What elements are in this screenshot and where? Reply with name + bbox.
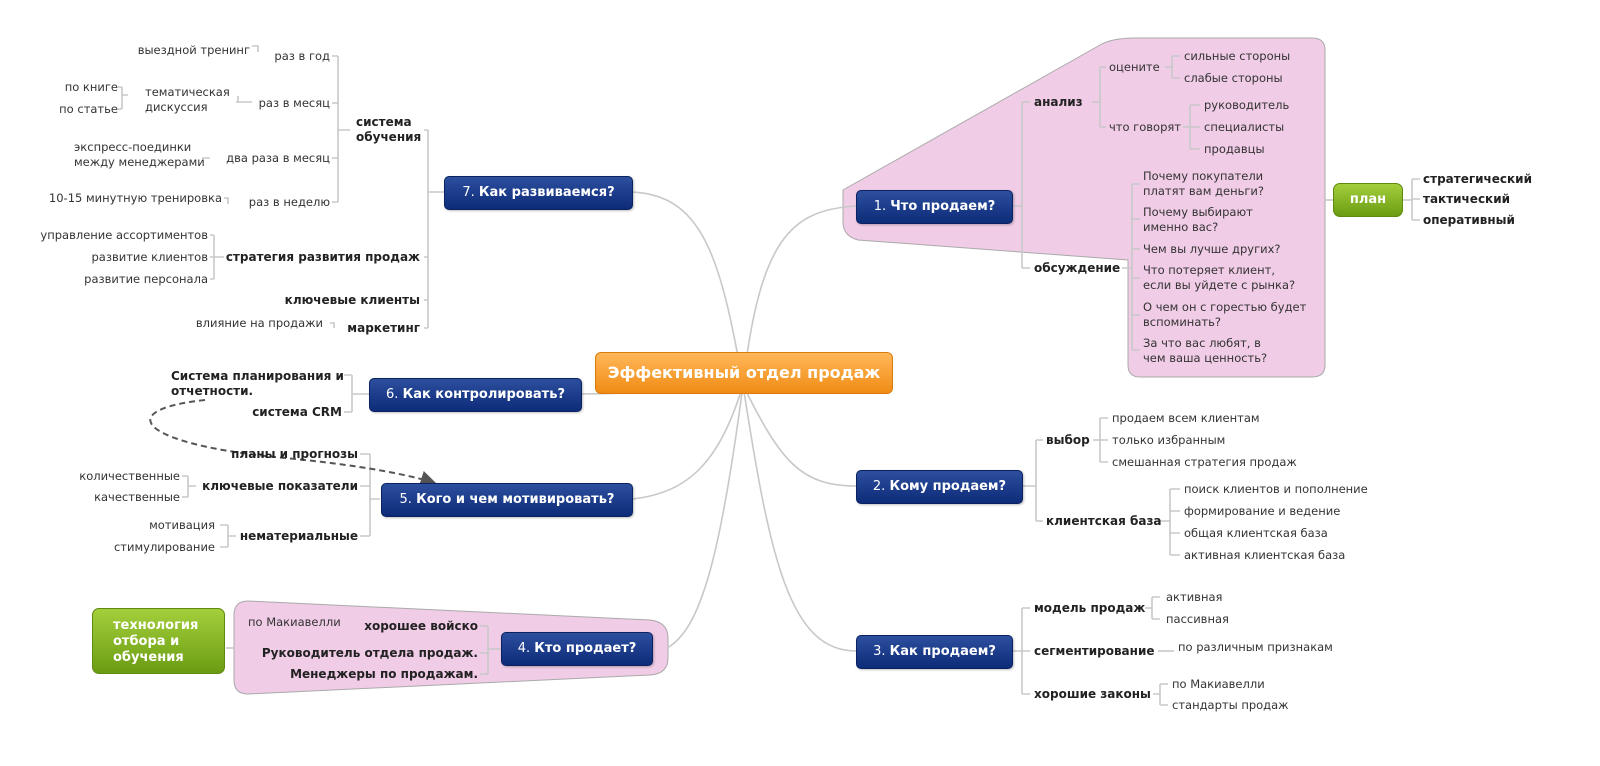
specialists-label[interactable]: специалисты — [1204, 120, 1285, 134]
outdoor-training-label[interactable]: выездной тренинг — [137, 43, 250, 57]
boundary-t1 — [842, 37, 1326, 378]
twice-monthly-label[interactable]: два раза в месяц — [226, 151, 330, 165]
question-2[interactable]: Почему выбирают именно вас? — [1143, 205, 1253, 234]
choice-label[interactable]: выбор — [1046, 433, 1090, 447]
topic-1-label: Что продаем? — [890, 199, 996, 214]
topic-6-number: 6. — [386, 387, 399, 402]
plans-forecasts-label[interactable]: планы и прогнозы — [231, 447, 358, 461]
client-base-label[interactable]: клиентская база — [1046, 514, 1162, 528]
mixed-strategy-label[interactable]: смешанная стратегия продаж — [1112, 455, 1297, 469]
sales-strategy-label[interactable]: стратегия развития продаж — [225, 250, 420, 264]
topic-4-label: Кто продает? — [534, 641, 637, 656]
forming-label[interactable]: формирование и ведение — [1184, 504, 1341, 518]
central-topic[interactable]: Эффективный отдел продаж — [595, 352, 893, 394]
topic-2-number: 2. — [872, 479, 886, 494]
key-clients-label[interactable]: ключевые клиенты — [284, 293, 420, 307]
by-book-label[interactable]: по книге — [64, 80, 118, 94]
topic-5[interactable]: 5. Кого и чем мотивировать? — [381, 483, 633, 517]
standards-label[interactable]: стандарты продаж — [1172, 698, 1289, 712]
express-duels-label[interactable]: экспресс-поединки между менеджерами — [74, 140, 205, 169]
question-6[interactable]: За что вас любят, в чем ваша ценность? — [1143, 336, 1268, 365]
search-clients-label[interactable]: поиск клиентов и пополнение — [1184, 482, 1368, 496]
monthly-label[interactable]: раз в месяц — [258, 96, 330, 110]
topic-7-number: 7. — [462, 185, 475, 200]
operational-label[interactable]: оперативный — [1423, 213, 1515, 227]
yearly-label[interactable]: раз в год — [274, 49, 330, 63]
assortment-label[interactable]: управление ассортиментов — [40, 228, 208, 242]
active-label[interactable]: активная — [1166, 590, 1223, 604]
say-label[interactable]: что говорят — [1109, 120, 1181, 134]
non-material-label[interactable]: нематериальные — [239, 529, 358, 543]
by-article-label[interactable]: по статье — [59, 102, 118, 116]
minute-training-label[interactable]: 10-15 минутную тренировка — [48, 191, 222, 205]
topic-1[interactable]: 1. Что продаем? — [856, 190, 1013, 224]
manager-label[interactable]: руководитель — [1204, 98, 1290, 112]
boundary-t4 — [233, 600, 669, 695]
strategic-label[interactable]: стратегический — [1423, 172, 1532, 186]
crm-label[interactable]: система CRM — [252, 405, 342, 419]
topic-7[interactable]: 7. Как развиваемся? — [444, 176, 633, 210]
discussion-label[interactable]: обсуждение — [1034, 261, 1121, 275]
motivation-label[interactable]: мотивация — [149, 518, 215, 532]
question-4[interactable]: Что потеряет клиент, если вы уйдете с ры… — [1143, 263, 1296, 292]
general-base-label[interactable]: общая клиентская база — [1184, 526, 1328, 540]
good-laws-label[interactable]: хорошие законы — [1034, 687, 1151, 701]
plan-box[interactable]: план — [1333, 183, 1403, 217]
segmentation-label[interactable]: сегментирование — [1034, 644, 1155, 658]
kpi-label[interactable]: ключевые показатели — [202, 479, 358, 493]
question-1[interactable]: Почему покупатели платят вам деньги? — [1143, 169, 1264, 198]
weaknesses-label[interactable]: слабые стороны — [1184, 71, 1283, 85]
topic-3-number: 3. — [873, 644, 886, 659]
passive-label[interactable]: пассивная — [1166, 612, 1229, 626]
topic-7-label: Как развиваемся? — [478, 185, 615, 200]
sellers-label[interactable]: продавцы — [1204, 142, 1265, 156]
qualitative-label[interactable]: качественные — [94, 490, 180, 504]
selected-label[interactable]: только избранным — [1112, 433, 1226, 447]
evaluate-label[interactable]: оцените — [1109, 60, 1160, 74]
topic-6-label: Как контролировать? — [402, 387, 565, 402]
sales-influence-label[interactable]: влияние на продажи — [195, 316, 323, 330]
sales-model-label[interactable]: модель продаж — [1034, 601, 1146, 615]
topic-4-number: 4. — [517, 641, 531, 656]
marketing-label[interactable]: маркетинг — [347, 321, 420, 335]
sell-all-label[interactable]: продаем всем клиентам — [1112, 411, 1260, 425]
topic-3[interactable]: 3. Как продаем? — [856, 635, 1013, 669]
topic-4[interactable]: 4. Кто продает? — [501, 632, 653, 666]
relationship-arrow — [149, 399, 437, 487]
thematic-discussion-label[interactable]: тематическая дискуссия — [145, 85, 230, 114]
client-development-label[interactable]: развитие клиентов — [91, 250, 209, 264]
tech-selection-box[interactable]: технология отбора и обучения — [92, 608, 225, 674]
machiavelli-label-3[interactable]: по Макиавелли — [1172, 677, 1265, 691]
topic-2-label: Кому продаем? — [889, 479, 1007, 494]
topic-3-label: Как продаем? — [889, 644, 996, 659]
tactical-label[interactable]: тактический — [1423, 192, 1511, 206]
topic-6[interactable]: 6. Как контролировать? — [369, 378, 582, 412]
stimulation-label[interactable]: стимулирование — [113, 540, 215, 554]
machiavelli-label-4[interactable]: по Макиавелли — [248, 615, 341, 629]
question-3[interactable]: Чем вы лучше других? — [1143, 242, 1281, 256]
staff-development-label[interactable]: развитие персонала — [84, 272, 208, 286]
question-5[interactable]: О чем он с горестью будет вспоминать? — [1143, 300, 1307, 329]
training-system-label[interactable]: система обучения — [356, 115, 422, 144]
topic-2[interactable]: 2. Кому продаем? — [856, 470, 1023, 504]
quantitative-label[interactable]: количественные — [79, 469, 180, 483]
topic-5-label: Кого и чем мотивировать? — [416, 492, 615, 507]
active-base-label[interactable]: активная клиентская база — [1184, 548, 1346, 562]
planning-system-label[interactable]: Система планирования и отчетности. — [171, 369, 344, 398]
by-signs-label[interactable]: по различным признакам — [1178, 640, 1333, 654]
sales-head-label[interactable]: Руководитель отдела продаж. — [261, 646, 478, 660]
topic-5-number: 5. — [399, 492, 412, 507]
topic-1-number: 1. — [873, 199, 887, 214]
strengths-label[interactable]: сильные стороны — [1184, 49, 1291, 63]
analysis-label[interactable]: анализ — [1034, 95, 1083, 109]
weekly-label[interactable]: раз в неделю — [248, 195, 330, 209]
sales-managers-label[interactable]: Менеджеры по продажам. — [290, 667, 478, 681]
good-army-label[interactable]: хорошее войско — [364, 619, 478, 633]
